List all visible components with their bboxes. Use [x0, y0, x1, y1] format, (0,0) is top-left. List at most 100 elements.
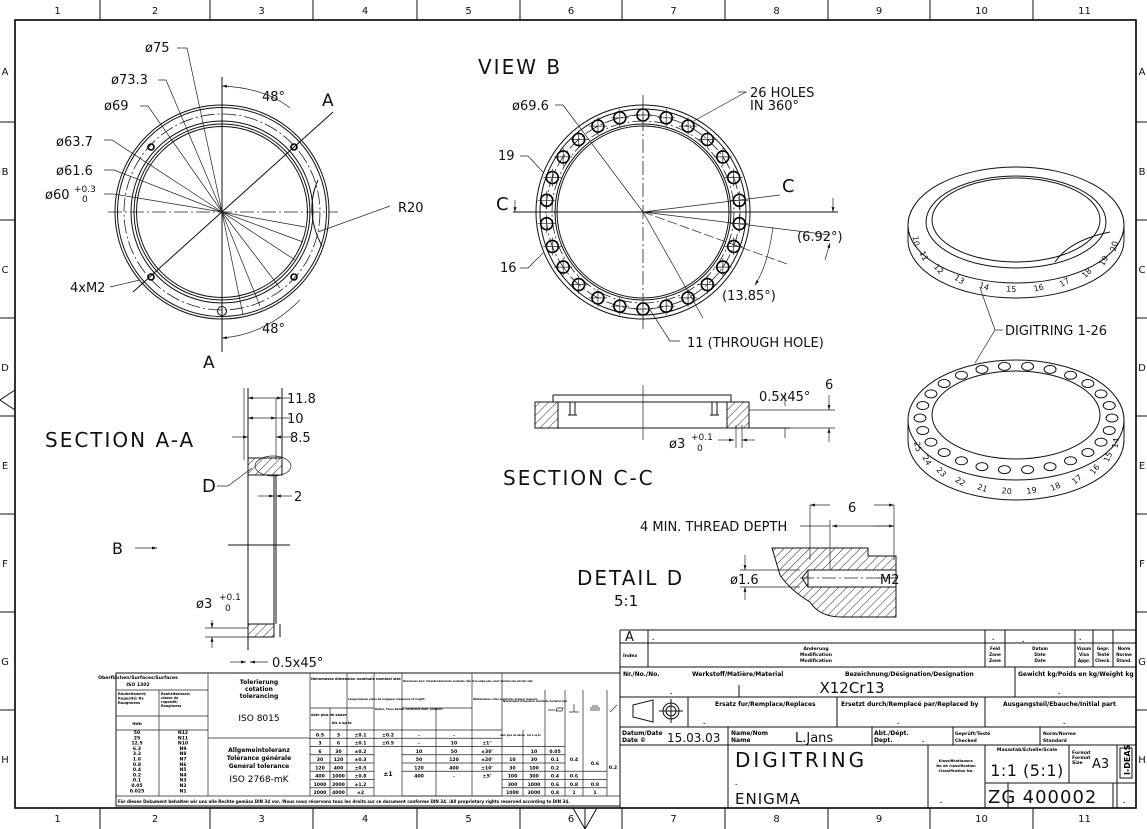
- dim-d60: ø60: [45, 188, 70, 203]
- row-label: E: [2, 461, 8, 472]
- roughness-class: N11: [178, 735, 188, 741]
- title-block-column-head: Feld: [990, 646, 1000, 651]
- runout-merged: 0.2: [609, 765, 617, 771]
- geometric-tolerance-cell: 10: [509, 757, 515, 763]
- geometric-tolerance-cell: 300: [508, 782, 518, 788]
- dim-d61-6: ø61.6: [56, 164, 93, 179]
- angle-tolerance-cell: 10: [416, 749, 422, 755]
- iso-hole: [1021, 361, 1035, 371]
- through-hole: [217, 306, 227, 316]
- sym-merged: 0.6: [591, 761, 599, 767]
- mounting-hole: [554, 258, 573, 277]
- through-hole-note: 11 (THROUGH HOLE): [687, 336, 824, 351]
- iso-hole: [937, 447, 951, 457]
- section-a-a: SECTION A-A 11.8 10 8.5 2 D B ø3 +0.1 0 …: [45, 388, 323, 671]
- dim-d69-6: ø69.6: [512, 99, 549, 114]
- name-label-2: Name: [731, 737, 750, 744]
- iso-hole: [954, 456, 968, 466]
- section-mark-c-left: C: [496, 194, 509, 215]
- radii-merged: ±1: [383, 771, 392, 778]
- geometric-tolerance-cell: 0.6: [570, 774, 578, 780]
- roughness-class: N12: [178, 730, 188, 736]
- title-block-column-head: Date: [1034, 658, 1045, 663]
- geometric-tolerance-cell: 300: [529, 774, 539, 780]
- angle-tolerance-cell: ±1°: [482, 741, 491, 747]
- detail-d-circle: [254, 455, 292, 477]
- length-tolerance-cell: ±1.2: [355, 782, 367, 788]
- mounting-hole: [569, 275, 588, 294]
- length-tolerance-cell: ±0.8: [355, 774, 367, 780]
- column-label: 2: [152, 814, 158, 825]
- angle-bottom: 48°: [262, 322, 285, 337]
- mounting-hole: [657, 297, 676, 316]
- roughness-value: 6.3: [133, 746, 141, 752]
- radii-head: Radien, Fasen Radien, Chanfreins Radii, …: [375, 708, 443, 711]
- length-tolerance-cell: 3: [318, 741, 321, 747]
- replaces-value: .: [703, 719, 705, 726]
- format-label-1: Format: [1072, 750, 1091, 756]
- holes-note-line2: IN 360°: [750, 99, 799, 114]
- checked-label-1: Geprüft/Testé: [955, 730, 990, 737]
- row-label: A: [1139, 67, 1146, 78]
- date-label-1: Datum/Date: [622, 730, 663, 737]
- digit-number: 20: [1001, 486, 1012, 496]
- digit-number: 19: [1026, 486, 1037, 496]
- iso-hole: [937, 379, 951, 389]
- drawing-title: DIGITRING: [735, 748, 867, 772]
- angle-tolerance-cell: -: [453, 775, 455, 780]
- date-label-2: Date ©: [622, 737, 646, 744]
- column-label: 3: [258, 6, 264, 17]
- roughness-value: 0.05: [131, 783, 142, 789]
- column-label: 10: [975, 6, 988, 17]
- iso-hole: [1081, 447, 1095, 457]
- digit-number: 13: [952, 273, 965, 286]
- geometric-tolerance-cell: 0.05: [549, 749, 560, 755]
- initial-part-value: .: [1063, 719, 1065, 726]
- dept-value: .: [922, 737, 924, 744]
- mounting-hole: [543, 168, 562, 187]
- iso-hole: [1094, 437, 1108, 447]
- iso-hole: [1021, 465, 1035, 475]
- angle-tolerance-cell: ±20': [481, 757, 493, 763]
- thread-size: M2: [880, 573, 900, 588]
- geometric-tolerance-cell: 30: [509, 765, 515, 771]
- drawing-title-dot: .: [735, 780, 737, 787]
- svg-text:I-DEAS: I-DEAS: [1123, 744, 1132, 775]
- iso-hole: [1043, 364, 1057, 374]
- iso-hole: [1043, 462, 1057, 472]
- r20-notch: [311, 179, 323, 247]
- drawing-subtitle: ENIGMA: [735, 790, 801, 808]
- front-view: ø75 ø73.3 ø69 ø63.7 ø61.6 ø60 +0.3 0 4xM…: [45, 41, 424, 373]
- roughness-value: 0.4: [133, 767, 141, 773]
- geo-upto-head: bis à up to: [527, 734, 541, 737]
- geometric-tolerance-cell: 100: [508, 774, 518, 780]
- cc-hole-tol-lower: 0: [697, 444, 703, 454]
- roughness-value: 0.1: [133, 778, 141, 784]
- mounting-hole: [724, 237, 743, 256]
- upto-head: bis à up to: [332, 721, 352, 725]
- mounting-hole: [554, 147, 573, 166]
- angle-tolerance-cell: 400: [414, 774, 424, 780]
- angle-tolerance-cell: -: [453, 733, 455, 738]
- dim-d60-tol-lower: 0: [82, 195, 88, 205]
- digit-number: 15: [1006, 285, 1017, 294]
- title-block-column-head: Appr.: [1078, 658, 1091, 663]
- mounting-hole: [569, 130, 588, 149]
- length-tolerance-cell: ±0.5: [355, 765, 367, 771]
- length-tolerance-cell: 6: [318, 749, 321, 755]
- section-c-c-title: SECTION C-C: [503, 466, 655, 490]
- roughness-value: 0.8: [133, 762, 141, 768]
- roughness-class: N10: [178, 741, 188, 747]
- column-label: 6: [568, 814, 574, 825]
- holes-note-line1: 26 HOLES: [750, 86, 814, 101]
- dim-11-8: 11.8: [287, 392, 316, 407]
- length-tolerance-cell: 0.5: [316, 732, 324, 738]
- iso-hole: [913, 413, 927, 423]
- roughness-class: N1: [179, 788, 186, 794]
- scale-value: 1:1 (5:1): [990, 761, 1064, 780]
- checked-label-2: Checked: [955, 738, 977, 744]
- mounting-hole: [610, 297, 629, 316]
- hole-label-16: 16: [500, 261, 517, 276]
- detail-dim-6: 6: [848, 501, 856, 516]
- replaced-by-value: .: [897, 719, 899, 726]
